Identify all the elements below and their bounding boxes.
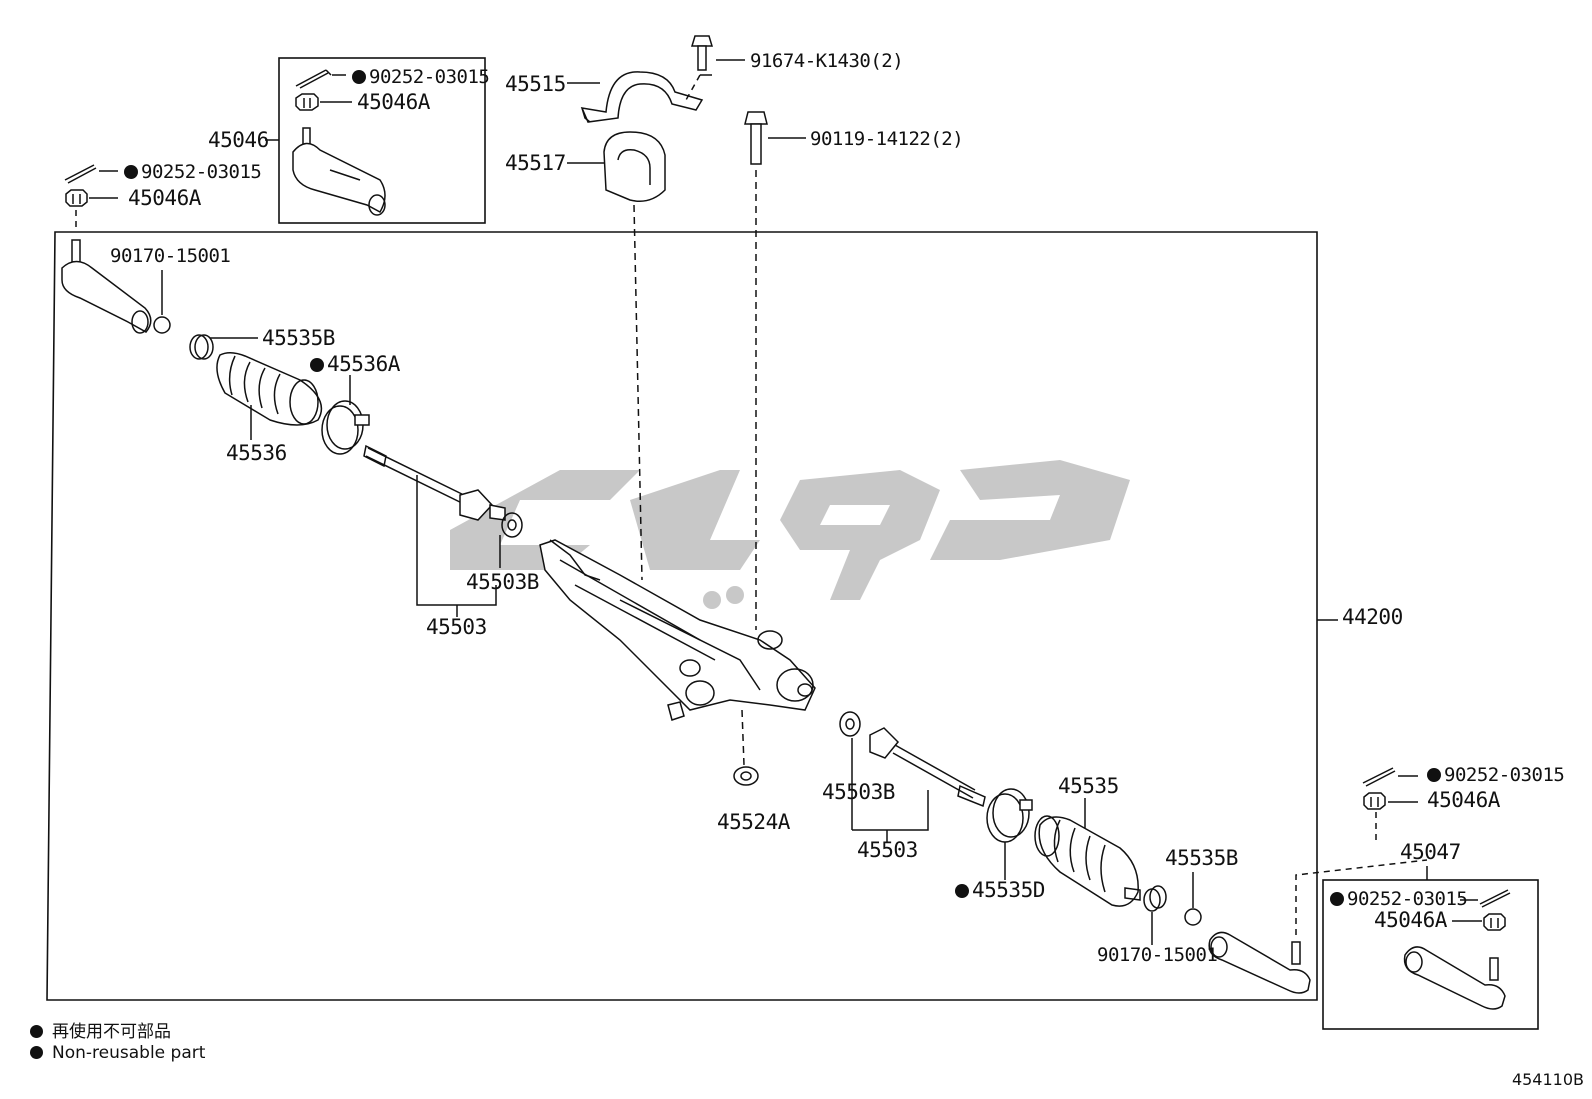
washer-icon <box>733 766 759 786</box>
cotter-pin-icon <box>1479 889 1511 908</box>
label-clip-left: 90252-03015 <box>124 163 262 182</box>
label-nut-right: 45046A <box>1427 788 1500 812</box>
bolt-icon <box>744 111 768 165</box>
clamp-icon <box>189 334 214 360</box>
label-rack-end-45503-left: 45503 <box>426 615 487 639</box>
legend-dot <box>30 1046 43 1059</box>
tie-rod-end-icon <box>292 127 386 216</box>
tie-rod-end-right-icon <box>1208 931 1311 994</box>
non-reusable-dot <box>124 165 138 179</box>
tie-rod-end-icon <box>1403 946 1506 1010</box>
diagram-code: 454110B <box>1511 1070 1584 1089</box>
label-clamp-45535b-left: 45535B <box>262 326 335 350</box>
label-bolt-rack: 90119-14122(2) <box>810 128 964 150</box>
label-tie-rod-end-right: 45047 <box>1400 840 1461 864</box>
label-clip-right: 90252-03015 <box>1427 766 1565 785</box>
bushing-icon <box>603 131 666 202</box>
label-gear-assy: 44200 <box>1342 605 1403 629</box>
cotter-pin-icon <box>64 164 97 184</box>
label-rack-end-45503-right: 45503 <box>857 838 918 862</box>
non-reusable-dot <box>310 358 324 372</box>
legend-en: Non-reusable part <box>30 1043 205 1063</box>
label-nut-left: 45046A <box>128 186 201 210</box>
label-bushing: 45517 <box>505 151 566 175</box>
nut-icon <box>65 189 88 207</box>
boot-right-icon <box>1034 815 1141 907</box>
bracket-icon <box>580 71 704 123</box>
nut-icon <box>295 93 319 111</box>
label-nut-top-box: 45046A <box>357 90 430 114</box>
rack-end-right-icon <box>869 727 986 808</box>
legend-dot <box>30 1025 43 1038</box>
label-nut-90170-left: 90170-15001 <box>110 245 231 267</box>
label-clamp-45535b-right: 45535B <box>1165 846 1238 870</box>
label-rack-end-45503b-left: 45503B <box>466 570 539 594</box>
assembly-frame <box>46 231 1318 1001</box>
label-nut-90170-right: 90170-15001 <box>1097 944 1218 966</box>
label-clip-top-box: 90252-03015 <box>352 68 490 87</box>
label-nut-box-right: 45046A <box>1374 908 1447 932</box>
label-clip-45535d: 45535D <box>955 880 1045 901</box>
nut-icon <box>1184 908 1202 926</box>
label-bracket: 45515 <box>505 72 566 96</box>
steering-gear-housing-icon <box>539 539 816 721</box>
non-reusable-dot <box>955 884 969 898</box>
box-45047 <box>1322 879 1539 1030</box>
nut-icon <box>1483 913 1506 931</box>
tie-rod-end-left-icon <box>61 239 152 334</box>
bolt-icon <box>690 35 714 71</box>
boot-left-icon <box>216 352 323 426</box>
non-reusable-dot <box>352 70 366 84</box>
non-reusable-dot <box>1330 892 1344 906</box>
legend-ja: 再使用不可部品 <box>30 1017 171 1042</box>
clamp-icon <box>1143 885 1167 912</box>
washer-icon <box>839 711 861 737</box>
label-tie-rod-end-left: 45046 <box>208 128 269 152</box>
washer-icon <box>501 512 523 538</box>
nut-icon <box>153 316 171 334</box>
cotter-pin-icon <box>1362 767 1396 787</box>
label-washer: 45524A <box>717 810 790 834</box>
label-clip-box-right: 90252-03015 <box>1330 890 1468 909</box>
non-reusable-dot <box>1427 768 1441 782</box>
label-boot-right: 45535 <box>1058 774 1119 798</box>
cotter-pin-icon <box>295 69 332 89</box>
nut-icon <box>1363 792 1386 810</box>
label-bolt-bracket: 91674-K1430(2) <box>750 50 904 72</box>
label-boot-left: 45536 <box>226 441 287 465</box>
ring-clip-icon <box>986 788 1033 843</box>
rack-end-left-icon <box>363 444 506 521</box>
watermark-logo <box>450 460 1130 609</box>
label-clip-45536a: 45536A <box>310 354 400 375</box>
ring-clip-icon <box>321 400 370 455</box>
label-rack-end-45503b-right: 45503B <box>822 780 895 804</box>
